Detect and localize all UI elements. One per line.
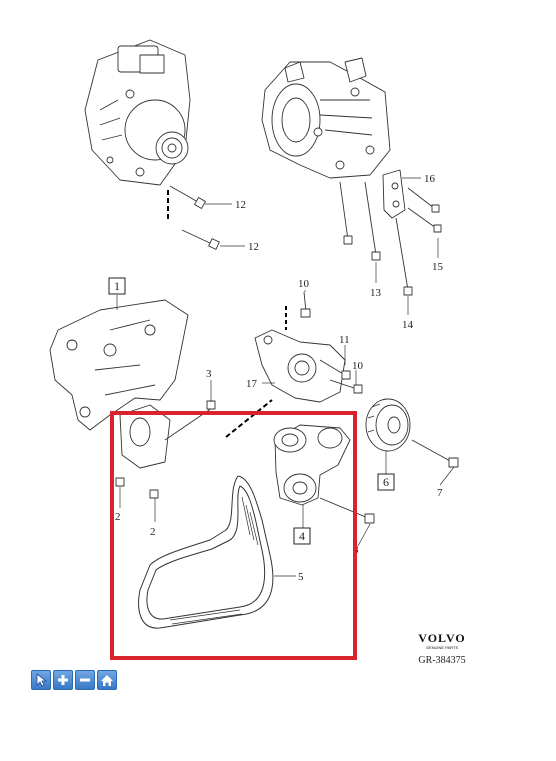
zoom-out-icon [80,678,90,682]
bolt-3 [164,400,216,441]
callout-2-right: 2 [150,526,156,538]
bracket-1-illustration [49,299,189,431]
long-bolts-13-14 [339,181,413,296]
callout-7: 7 [437,487,443,499]
bolt-12-lower [181,229,220,250]
highlight-frame [110,411,357,660]
zoom-in-icon [58,675,68,685]
boxed-callout-6-label: 6 [383,475,389,489]
boxed-callout-6: 6 [377,473,395,491]
bolt-12-upper [169,185,206,209]
nut-2a [115,477,125,487]
callout-3: 3 [206,368,212,380]
brand-logo: VOLVO [418,631,465,645]
callout-16: 16 [424,173,436,185]
tensioner-4-illustration [273,424,351,506]
bolt-10-lower [329,379,363,394]
idler-pulley-6 [365,398,411,452]
callout-12-upper: 12 [235,199,246,211]
leader-lines [116,177,455,577]
bolt-15 [407,187,442,233]
bolt-7 [411,439,459,468]
home-icon [101,674,113,686]
nut-2b [149,489,159,499]
brand-subtitle: GENUINE PARTS [426,645,459,650]
bolt-10-upper [300,291,311,318]
bracket-16 [382,169,406,219]
alternator-illustration [84,39,191,186]
callout-15: 15 [432,261,444,273]
callout-10-lower: 10 [352,360,364,372]
boxed-callout-1-label: 1 [114,279,120,293]
callout-11: 11 [339,334,350,346]
callout-12-lower: 12 [248,241,259,253]
viewer-toolbar [31,670,117,690]
bolt-11 [319,359,351,380]
callout-10-upper: 10 [298,278,310,290]
boxed-callout-4-label: 4 [299,529,305,543]
diagram-reference: GR-384375 [418,655,465,666]
callout-2-left: 2 [115,511,121,523]
ac-compressor-illustration [261,57,391,179]
bolt-8 [319,497,375,524]
boxed-callout-1: 1 [108,277,126,295]
home-button[interactable] [97,670,117,690]
select-tool-button[interactable] [31,670,51,690]
bracket-17-illustration [254,329,346,403]
callout-14: 14 [402,319,414,331]
bracket-2-illustration [119,404,171,469]
zoom-out-button[interactable] [75,670,95,690]
select-arrow-icon [36,673,47,687]
callout-5: 5 [298,571,304,583]
callout-17: 17 [246,378,258,390]
boxed-callout-4: 4 [293,527,311,545]
drive-belt-5 [138,475,274,629]
callout-13: 13 [370,287,382,299]
zoom-in-button[interactable] [53,670,73,690]
